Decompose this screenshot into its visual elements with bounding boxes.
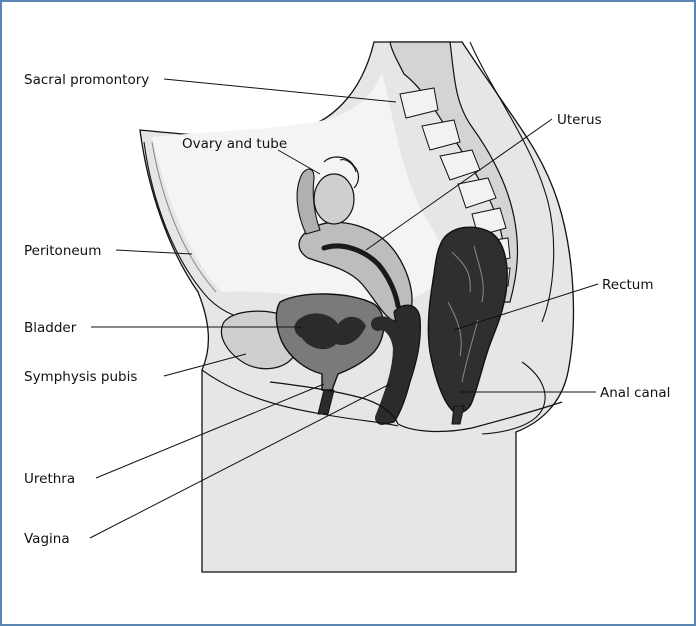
label-uterus: Uterus [557,112,602,128]
label-symphysis-pubis: Symphysis pubis [24,369,137,385]
label-urethra: Urethra [24,471,75,487]
label-bladder: Bladder [24,320,77,336]
label-rectum: Rectum [602,277,654,293]
label-sacral-promontory: Sacral promontory [24,72,149,88]
label-vagina: Vagina [24,531,70,547]
label-anal-canal: Anal canal [600,385,670,401]
label-peritoneum: Peritoneum [24,243,101,259]
label-ovary-and-tube: Ovary and tube [182,136,287,152]
